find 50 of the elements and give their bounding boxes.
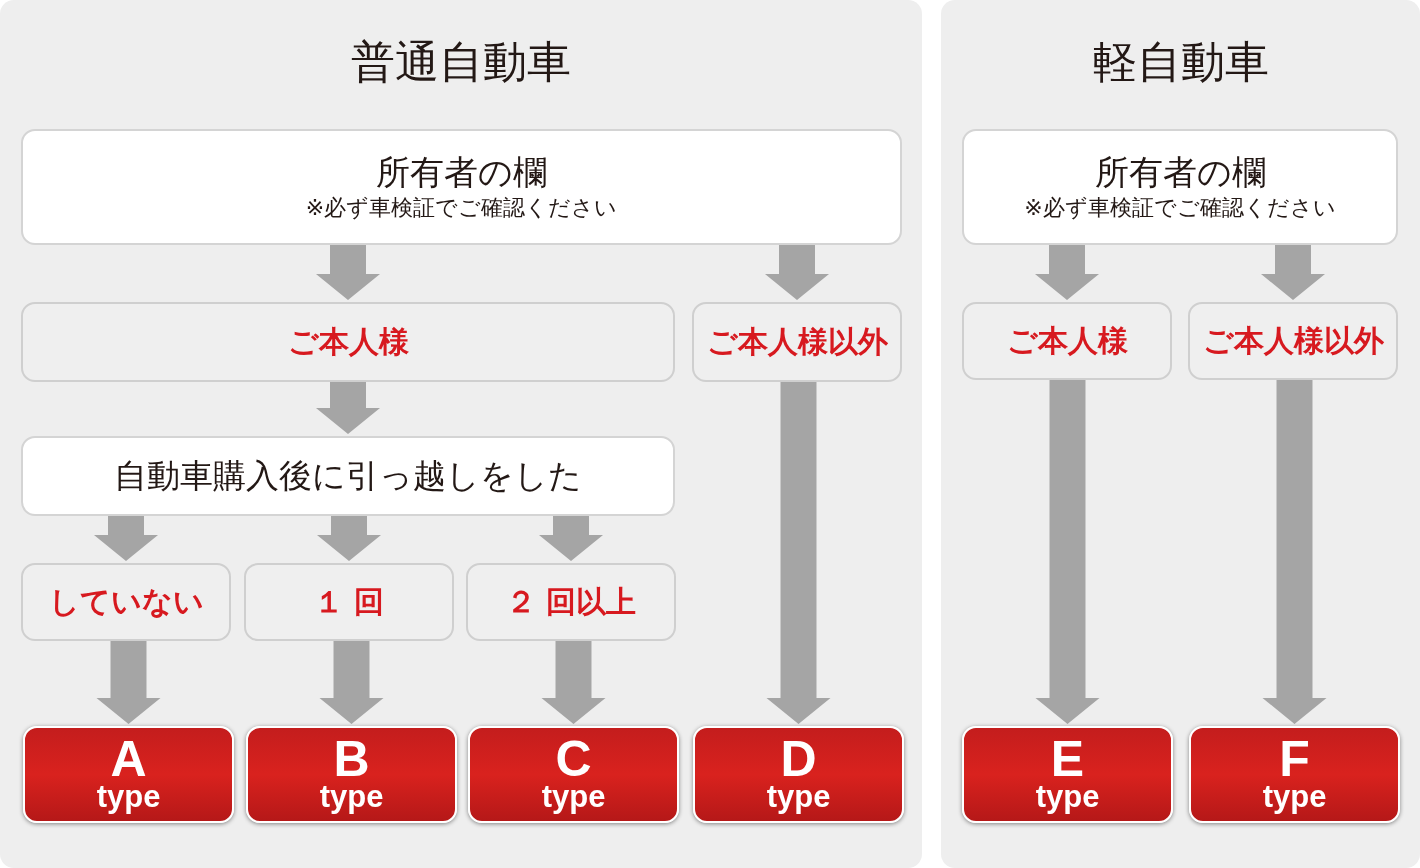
arrow xyxy=(1262,380,1327,724)
type-letter: D xyxy=(780,736,817,781)
answer-box: していない xyxy=(21,563,231,641)
type-box xyxy=(962,726,1173,823)
panel-title: 普通自動車 xyxy=(351,35,571,89)
arrow xyxy=(94,516,158,561)
type-box xyxy=(693,726,904,823)
panel xyxy=(941,0,1420,868)
answer-box: １ 回 xyxy=(244,563,454,641)
type-label: type xyxy=(766,780,831,813)
panel xyxy=(0,0,922,868)
arrow xyxy=(539,516,603,561)
type-label: type xyxy=(541,780,606,813)
box-heading: 所有者の欄 xyxy=(1094,151,1266,193)
answer-box: ご本人様以外 xyxy=(1188,302,1398,380)
panel-title: 軽自動車 xyxy=(1092,35,1269,89)
question-box: 自動車購入後に引っ越しをした xyxy=(21,436,675,516)
type-label: type xyxy=(319,780,384,813)
answer-box: ２ 回以上 xyxy=(466,563,676,641)
type-label: type xyxy=(96,780,161,813)
arrow xyxy=(1035,380,1100,724)
arrow xyxy=(1261,245,1325,300)
box-heading: 所有者の欄 xyxy=(376,151,547,193)
arrow xyxy=(317,516,381,561)
note-text: ※必ず車検証でご確認ください xyxy=(1024,194,1336,222)
answer-box: ご本人様 xyxy=(21,302,675,382)
arrow xyxy=(766,382,831,724)
arrow xyxy=(319,641,384,724)
answer-box: ご本人様以外 xyxy=(692,302,902,382)
type-box xyxy=(1189,726,1400,823)
arrow xyxy=(316,382,380,434)
type-label: type xyxy=(1262,780,1327,813)
type-letter: E xyxy=(1050,736,1085,781)
type-box xyxy=(23,726,234,823)
type-box xyxy=(246,726,457,823)
type-label: type xyxy=(1035,780,1100,813)
answer-box: ご本人様 xyxy=(962,302,1172,380)
arrow xyxy=(541,641,606,724)
owner-box xyxy=(21,129,902,245)
type-letter: F xyxy=(1279,736,1310,781)
arrow xyxy=(1035,245,1099,300)
arrow xyxy=(316,245,380,300)
type-letter: C xyxy=(555,736,592,781)
note-text: ※必ず車検証でご確認ください xyxy=(305,194,618,222)
type-box xyxy=(468,726,679,823)
type-letter: A xyxy=(110,736,147,781)
type-letter: B xyxy=(333,736,370,781)
arrow xyxy=(765,245,829,300)
arrow xyxy=(96,641,161,724)
owner-box xyxy=(962,129,1398,245)
